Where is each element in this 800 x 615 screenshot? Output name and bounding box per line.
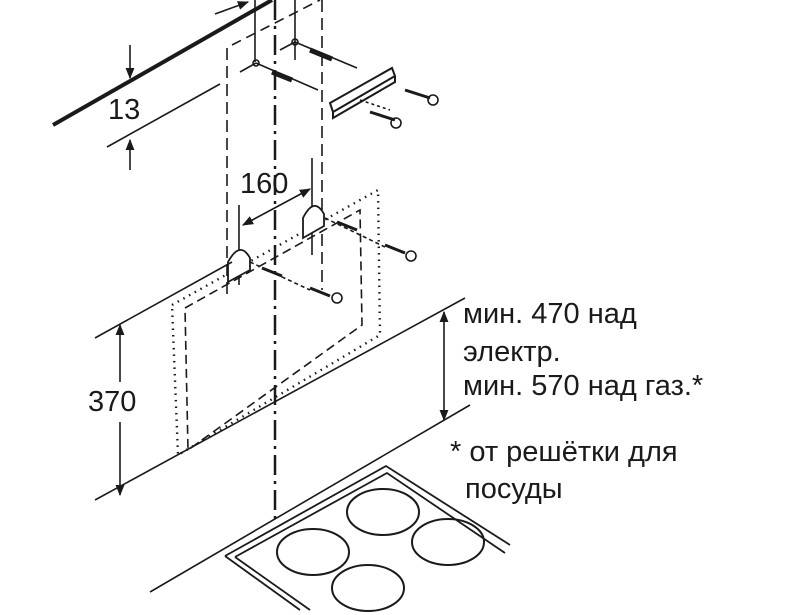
drill-point [291, 38, 299, 46]
hob-burner [276, 528, 350, 576]
dim-160-label: 160 [240, 168, 289, 200]
dim-13-ref-line [106, 83, 221, 148]
screw-head [331, 292, 343, 304]
screw [369, 88, 431, 122]
footnote-line-1: * от решётки для [450, 436, 678, 468]
screw-head [390, 117, 402, 129]
screw-head [427, 94, 439, 106]
wall-line-upper [94, 261, 233, 339]
hob-inner [234, 471, 506, 611]
ceiling-line [52, 0, 273, 127]
note-line-3: мин. 570 над газ.* [463, 370, 704, 402]
guide-dash [231, 0, 321, 46]
dim-370-label: 370 [88, 386, 137, 418]
screw [261, 220, 406, 298]
counter-line [149, 404, 471, 593]
dim-160-arrow [242, 188, 311, 226]
hob-burner [346, 488, 420, 536]
hood-bracket-left [227, 249, 251, 284]
ceiling-arrow-top [214, 1, 250, 15]
hob-outer [224, 464, 511, 557]
footnote-line-2: посуды [465, 473, 563, 505]
hob-outer-edge [224, 555, 301, 611]
hob-burner [331, 564, 405, 612]
wall-bracket [328, 66, 397, 120]
screw [359, 99, 391, 111]
hood-bracket-right [302, 205, 325, 240]
hob-burner [411, 518, 485, 566]
screw-head [405, 250, 417, 262]
note-line-2: электр. [463, 336, 561, 368]
dim-13-label: 13 [108, 94, 141, 126]
hood-outline-dashed [184, 208, 363, 452]
dowel [271, 47, 333, 83]
drill-point [252, 59, 260, 67]
note-line-1: мин. 470 над [463, 298, 637, 330]
wall-line-lower [94, 297, 466, 501]
